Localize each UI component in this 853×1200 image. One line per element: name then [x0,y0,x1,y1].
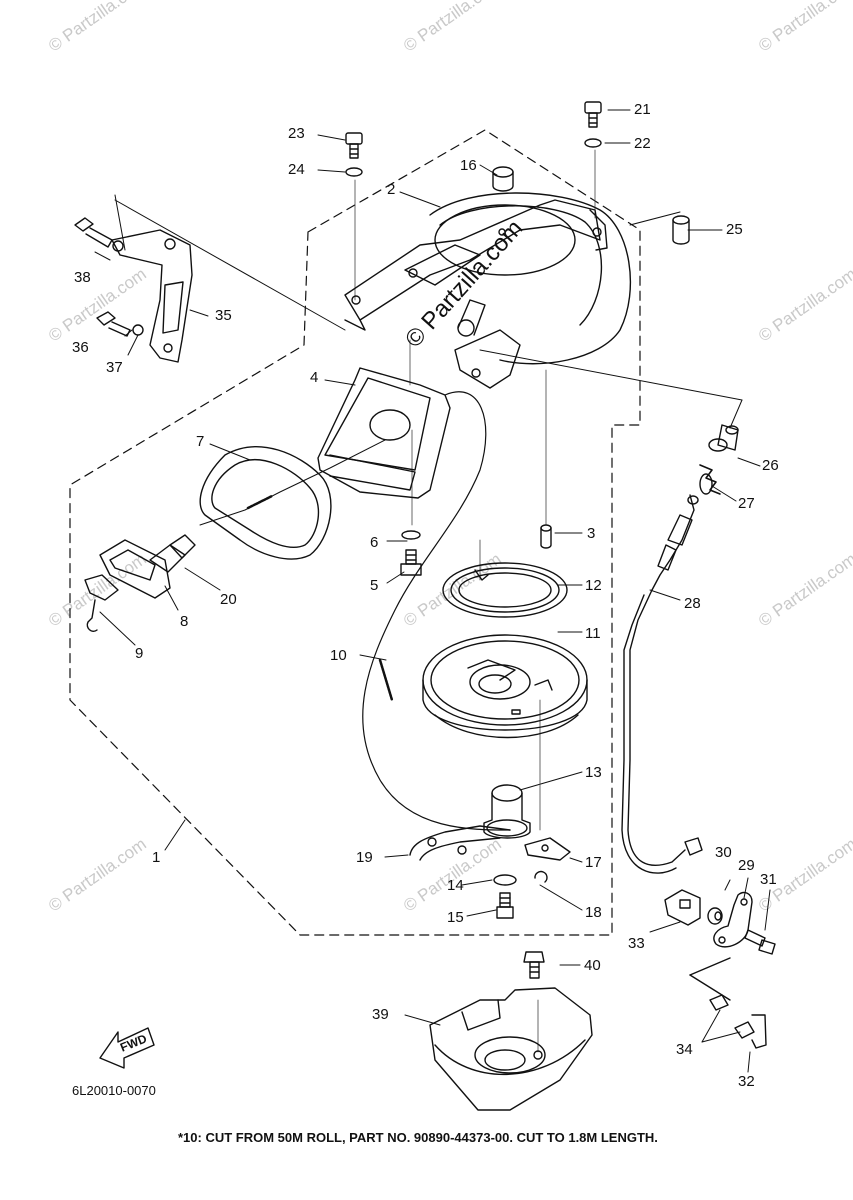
callout-9: 9 [135,645,144,662]
part-25-collar [672,215,690,245]
part-2-starter-housing [344,192,632,389]
callout-37: 37 [106,359,123,376]
part-16-grommet [492,166,514,192]
part-20-bushing [149,534,196,573]
fwd-arrow [99,1027,155,1069]
part-31-bolt [744,929,776,955]
part-17-pawl [524,837,571,861]
part-27-spring [699,464,721,495]
part-4-rope-guide [317,367,451,499]
callout-5: 5 [370,577,379,594]
callout-36: 36 [72,339,89,356]
callout-40: 40 [584,957,601,974]
callout-26: 26 [762,457,779,474]
part-8-handle [99,539,171,599]
part-22-washer [584,138,602,148]
part-21-bolt [584,101,602,128]
part-30-collar [707,907,723,925]
callout-28: 28 [684,595,701,612]
callout-14: 14 [447,877,464,894]
part-28-cable [621,494,703,874]
part-3-pin [540,524,552,549]
callout-39: 39 [372,1006,389,1023]
callout-11: 11 [585,625,601,642]
part-15-bolt [496,892,514,919]
rope-spring [246,494,274,510]
callout-22: 22 [634,135,651,152]
part-14-washer [493,874,517,886]
part-23-bolt [345,132,363,159]
part-35-bracket [111,229,193,363]
part-7-grip [199,446,332,560]
part-9-clip [84,574,119,632]
callout-16: 16 [460,157,477,174]
rope-segment [199,439,386,526]
part-18-clip [534,870,548,883]
callout-25: 25 [726,221,743,238]
callout-29: 29 [738,857,755,874]
diagram-code: 6L20010-0070 [72,1083,156,1098]
part-24-washer [345,167,363,177]
callout-33: 33 [628,935,645,952]
part-13-drive [483,784,531,839]
part-40-bolt [523,951,545,979]
part-39-plate [429,987,593,1111]
callout-19: 19 [356,849,373,866]
callout-35: 35 [215,307,232,324]
footnote: *10: CUT FROM 50M ROLL, PART NO. 90890-4… [178,1130,658,1145]
callout-18: 18 [585,904,602,921]
leader-lines [94,109,771,1073]
callout-20: 20 [220,591,237,608]
part-19-spring [409,825,511,861]
callout-7: 7 [196,433,205,450]
part-12-spiral-spring [442,562,568,618]
part-10-rope [362,391,511,831]
callout-2: 2 [387,181,396,198]
callout-32: 32 [738,1073,755,1090]
callout-3: 3 [587,525,596,542]
callout-8: 8 [180,613,189,630]
part-33-holder [664,889,701,926]
callout-13: 13 [585,764,602,781]
callout-4: 4 [310,369,319,386]
callout-6: 6 [370,534,379,551]
callout-15: 15 [447,909,464,926]
callout-38: 38 [74,269,91,286]
callout-21: 21 [634,101,651,118]
callout-1: 1 [152,849,161,866]
callout-24: 24 [288,161,305,178]
part-38-bolt [74,217,113,248]
callout-12: 12 [585,577,602,594]
part-11-reel [422,634,588,739]
part-36-bolt [96,311,131,337]
part-32-pin [751,1014,767,1049]
part-5-bolt [400,549,422,576]
part-6-washer [401,530,421,540]
part-26-cable-end [708,424,739,452]
callout-31: 31 [760,871,777,888]
callout-34: 34 [676,1041,693,1058]
callout-17: 17 [585,854,602,871]
part-37-washer [132,324,144,336]
part-34-clips [689,957,755,1039]
callout-10: 10 [330,647,347,664]
part-10-rope-mark [378,658,394,702]
callout-30: 30 [715,844,732,861]
callout-23: 23 [288,125,305,142]
part-29-link [713,891,753,948]
callout-27: 27 [738,495,755,512]
